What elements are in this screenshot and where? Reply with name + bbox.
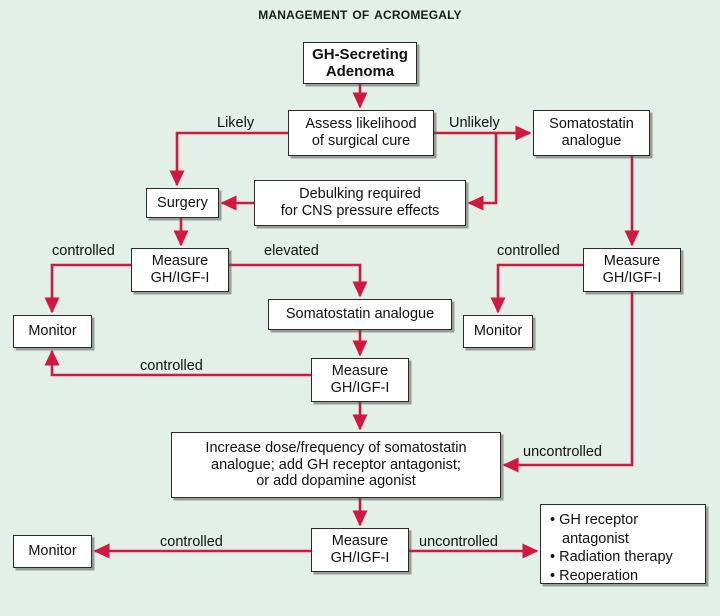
edge-label-controlled-2: controlled bbox=[497, 243, 560, 259]
node-surgery[interactable]: Surgery bbox=[146, 188, 219, 218]
node-treatment-options-list[interactable]: • GH receptor antagonist • Radiation the… bbox=[540, 504, 706, 584]
edge-measure1-somatostatin bbox=[229, 263, 368, 298]
node-monitor-bottom[interactable]: Monitor bbox=[13, 535, 92, 568]
node-assess-likelihood[interactable]: Assess likelihood of surgical cure bbox=[288, 110, 434, 156]
node-somatostatin-analogue-middle[interactable]: Somatostatin analogue bbox=[268, 299, 452, 330]
list-item: • GH receptor bbox=[550, 512, 639, 528]
list-item-continuation: antagonist bbox=[562, 530, 629, 547]
node-increase-dose-frequency[interactable]: Increase dose/frequency of somatostatin … bbox=[171, 432, 501, 498]
edge-label-controlled-1: controlled bbox=[52, 243, 115, 259]
node-monitor-left[interactable]: Monitor bbox=[13, 315, 92, 348]
node-gh-secreting-adenoma[interactable]: GH-Secreting Adenoma bbox=[303, 42, 417, 84]
edge-label-unlikely: Unlikely bbox=[449, 115, 500, 131]
node-measure-gh-igf-1-right[interactable]: Measure GH/IGF-I bbox=[583, 248, 681, 292]
node-measure-gh-igf-1[interactable]: Measure GH/IGF-I bbox=[131, 248, 229, 292]
edge-label-controlled-4: controlled bbox=[160, 534, 223, 550]
node-debulking-required[interactable]: Debulking required for CNS pressure effe… bbox=[254, 180, 466, 226]
node-measure-gh-igf-1-third[interactable]: Measure GH/IGF-I bbox=[311, 528, 409, 572]
list-item: • Radiation therapy bbox=[550, 549, 673, 566]
page-title: Management of Acromegaly bbox=[258, 5, 462, 23]
edge-label-elevated: elevated bbox=[264, 243, 319, 259]
edge-unlikely-debulking bbox=[467, 133, 498, 211]
node-monitor-right[interactable]: Monitor bbox=[463, 315, 533, 348]
edge-measureright-monitor bbox=[490, 263, 583, 314]
edge-assess-surgery bbox=[169, 131, 288, 187]
edge-measure1-monitor bbox=[44, 263, 131, 314]
node-measure-gh-igf-1-second[interactable]: Measure GH/IGF-I bbox=[311, 358, 409, 402]
edge-label-likely: Likely bbox=[217, 115, 255, 131]
node-somatostatin-analogue-top[interactable]: Somatostatin analogue bbox=[533, 110, 650, 156]
edge-label-controlled-3: controlled bbox=[140, 358, 203, 374]
list-item: • Reoperation bbox=[550, 567, 639, 584]
edge-label-uncontrolled-1: uncontrolled bbox=[523, 444, 602, 460]
edge-label-uncontrolled-2: uncontrolled bbox=[419, 534, 498, 550]
